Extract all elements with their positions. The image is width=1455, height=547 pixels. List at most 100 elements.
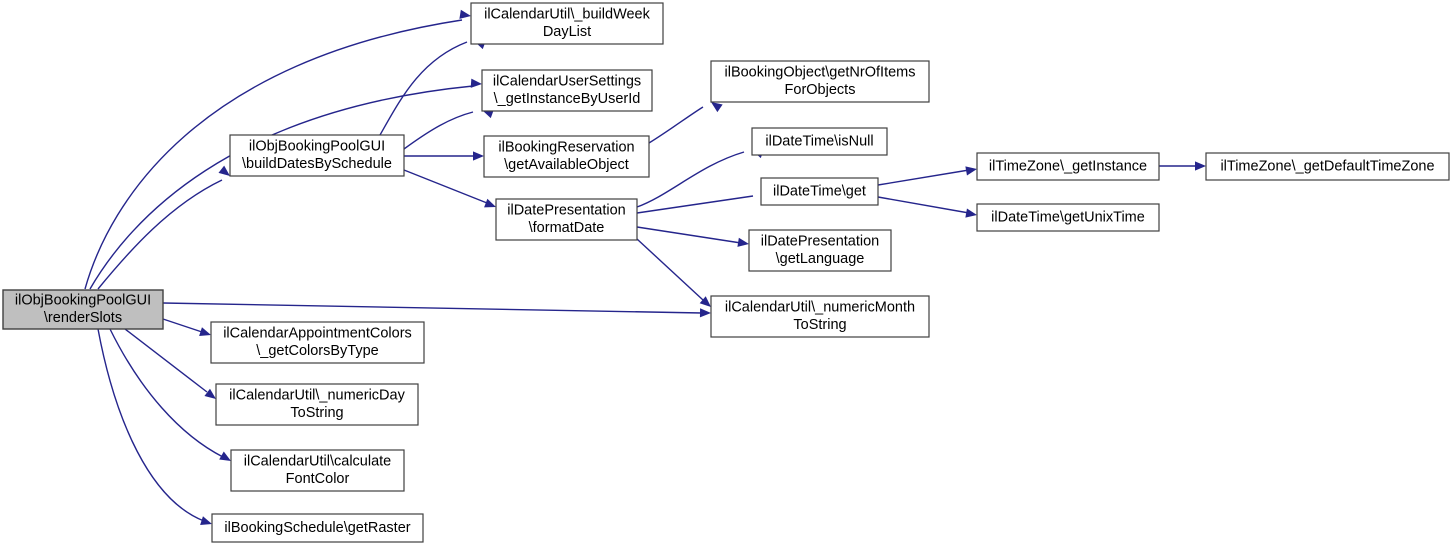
node-label-line: ilObjBookingPoolGUI <box>15 293 151 309</box>
node-isNull[interactable]: ilDateTime\isNull <box>751 127 888 156</box>
edge-line <box>97 328 205 522</box>
node-box[interactable] <box>976 152 1160 181</box>
node-label-line: ForObjects <box>785 82 856 98</box>
arrow-head-icon <box>199 327 211 336</box>
arrow-head-icon <box>965 208 977 218</box>
edge-renderSlots-to-getRaster <box>97 328 212 525</box>
node-box[interactable] <box>483 135 650 178</box>
node-box[interactable] <box>2 289 164 330</box>
edge-line <box>162 302 703 314</box>
node-label-line: \getAvailableObject <box>504 157 629 173</box>
edge-line <box>379 41 468 136</box>
node-label-line: \formatDate <box>529 220 605 236</box>
node-label-line: ilObjBookingPoolGUI <box>249 139 385 155</box>
node-box[interactable] <box>470 2 664 45</box>
node-label-line: \_getColorsByType <box>256 343 379 359</box>
node-box[interactable] <box>495 198 638 241</box>
edge-line <box>648 106 704 144</box>
node-getColorsByType[interactable]: ilCalendarAppointmentColors\_getColorsBy… <box>210 321 425 364</box>
node-label-line: ilTimeZone\_getDefaultTimeZone <box>1220 158 1434 174</box>
node-box[interactable] <box>229 134 405 177</box>
edge-line <box>636 238 704 301</box>
node-label-line: ilDateTime\getUnixTime <box>991 209 1145 225</box>
node-renderSlots[interactable]: ilObjBookingPoolGUI\renderSlots <box>2 289 164 330</box>
arrow-head-icon <box>699 308 711 318</box>
node-label-line: ilCalendarUtil\_buildWeek <box>484 7 651 23</box>
node-box[interactable] <box>760 177 879 206</box>
node-box[interactable] <box>751 127 888 156</box>
node-box[interactable] <box>748 229 892 272</box>
arrow-head-icon <box>484 198 496 208</box>
node-box[interactable] <box>1205 152 1450 181</box>
edge-get-to-getUnixTime <box>877 196 977 218</box>
node-label-line: ilCalendarUtil\calculate <box>244 454 392 470</box>
node-label-line: ilCalendarAppointmentColors <box>223 326 412 342</box>
arrow-head-icon <box>1195 161 1206 171</box>
edge-get-to-getInstance <box>877 166 977 186</box>
edge-line <box>97 179 223 290</box>
node-box[interactable] <box>710 60 930 103</box>
node-label-line: ilBookingObject\getNrOfItems <box>725 65 916 81</box>
node-getLanguage[interactable]: ilDatePresentation\getLanguage <box>748 229 892 272</box>
node-box[interactable] <box>211 513 424 543</box>
node-label-line: ilCalendarUtil\_numericDay <box>229 388 405 404</box>
edge-renderSlots-to-numericMonthToString <box>162 302 711 318</box>
node-box[interactable] <box>230 449 405 492</box>
node-buildDatesBySchedule[interactable]: ilObjBookingPoolGUI\buildDatesBySchedule <box>229 134 405 177</box>
node-label-line: ilTimeZone\_getInstance <box>989 158 1147 174</box>
node-label-line: ilCalendarUtil\_numericMonth <box>725 300 915 316</box>
arrow-head-icon <box>482 109 494 119</box>
node-getInstance[interactable]: ilTimeZone\_getInstance <box>976 152 1160 181</box>
edge-renderSlots-to-numericDayToString <box>124 328 216 399</box>
node-label-line: ToString <box>793 317 846 333</box>
arrow-head-icon <box>737 237 749 247</box>
edge-line <box>877 169 970 186</box>
node-getInstanceByUserId[interactable]: ilCalendarUserSettings\_getInstanceByUse… <box>481 69 653 112</box>
node-box[interactable] <box>210 321 425 364</box>
arrow-head-icon <box>699 296 711 307</box>
edge-line <box>109 328 224 458</box>
node-label-line: ilDatePresentation <box>507 203 626 219</box>
arrow-head-icon <box>219 451 231 461</box>
arrow-head-icon <box>459 9 471 19</box>
edges-layer <box>84 9 1206 525</box>
node-label-line: ilDatePresentation <box>761 234 880 250</box>
edge-buildDatesBySchedule-to-getNrOfItemsForObjects <box>648 102 723 144</box>
edge-line <box>124 328 208 393</box>
arrow-head-icon <box>965 166 977 176</box>
node-getRaster[interactable]: ilBookingSchedule\getRaster <box>211 513 424 543</box>
edge-renderSlots-to-calculateFontColor <box>109 328 231 461</box>
node-box[interactable] <box>710 295 930 338</box>
arrow-head-icon <box>470 78 482 88</box>
node-label-line: ilBookingReservation <box>498 140 634 156</box>
node-label-line: \getLanguage <box>776 251 865 267</box>
node-getAvailableObject[interactable]: ilBookingReservation\getAvailableObject <box>483 135 650 178</box>
arrow-head-icon <box>711 102 723 113</box>
node-box[interactable] <box>215 383 419 426</box>
node-getUnixTime[interactable]: ilDateTime\getUnixTime <box>976 203 1160 232</box>
node-label-line: FontColor <box>286 471 350 487</box>
edge-buildDatesBySchedule-to-formatDate <box>403 169 496 208</box>
node-get[interactable]: ilDateTime\get <box>760 177 879 206</box>
node-getDefaultTimeZone[interactable]: ilTimeZone\_getDefaultTimeZone <box>1205 152 1450 181</box>
node-box[interactable] <box>976 203 1160 232</box>
node-formatDate[interactable]: ilDatePresentation\formatDate <box>495 198 638 241</box>
node-label-line: \_getInstanceByUserId <box>494 91 641 107</box>
edge-line <box>89 85 474 290</box>
node-box[interactable] <box>481 69 653 112</box>
arrow-head-icon <box>204 388 216 399</box>
arrow-head-icon <box>473 151 484 161</box>
edge-getInstance-to-getDefaultTimeZone <box>1159 161 1206 171</box>
edge-renderSlots-to-buildDatesBySchedule <box>97 165 230 290</box>
node-label-line: ilDateTime\isNull <box>765 133 873 149</box>
edge-formatDate-to-numericMonthToString <box>636 238 711 307</box>
node-label-line: ilBookingSchedule\getRaster <box>224 520 410 536</box>
